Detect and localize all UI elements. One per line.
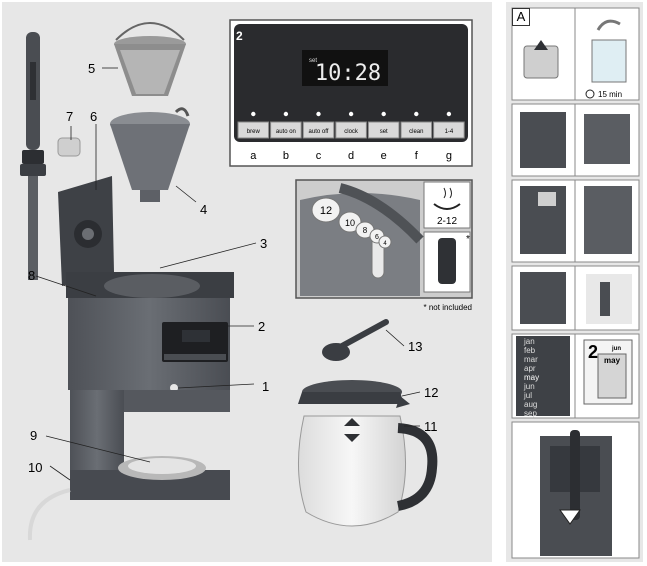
callout-11: 11	[424, 419, 438, 434]
calendar-next-month: jun	[611, 346, 621, 352]
display-button-label-0: brew	[247, 129, 261, 135]
calendar-day: 2	[588, 342, 598, 362]
button-letter-a: a	[250, 150, 257, 162]
mark-6: 6	[375, 234, 379, 241]
month-sep: sep	[524, 409, 537, 418]
callout-1: 1	[262, 379, 269, 394]
display-button-label-1: auto on	[276, 129, 296, 135]
month-may: may	[524, 373, 539, 382]
button-letter-e: e	[381, 150, 387, 162]
calendar-month: may	[604, 356, 621, 365]
month-jun: jun	[523, 382, 535, 391]
callout-6: 6	[90, 109, 97, 124]
display-button-label-2: auto off	[309, 129, 329, 135]
callout-7: 7	[66, 109, 73, 124]
water-level-marks	[311, 197, 392, 249]
callout-leaders	[35, 67, 421, 481]
indicator-dot-1	[283, 111, 289, 117]
display-button-1	[270, 121, 302, 139]
display-button-label-3: clock	[344, 129, 359, 135]
display-button-0	[237, 121, 270, 139]
month-jul: jul	[523, 391, 532, 400]
display-button-3	[335, 121, 367, 139]
indicator-dot-4	[381, 111, 386, 117]
asterisk-mark: *	[466, 234, 470, 245]
filter-holder	[110, 107, 190, 202]
button-letter-b: b	[283, 150, 289, 162]
display-button-2	[302, 121, 335, 139]
measuring-scoop	[322, 319, 389, 361]
display-button-label-4: set	[380, 129, 388, 135]
callout-5: 5	[88, 61, 95, 76]
clock-display: 10:28	[315, 61, 381, 86]
section-label-a: A	[512, 8, 530, 26]
button-letter-c: c	[316, 150, 322, 162]
indicator-dot-2	[316, 111, 321, 117]
coffee-machine	[27, 176, 234, 541]
water-filter-cartridge	[57, 137, 81, 157]
month-feb: feb	[524, 346, 536, 355]
indicator-dot-0	[251, 111, 256, 117]
glass-carafe	[298, 380, 438, 527]
month-aug: aug	[524, 400, 537, 409]
display-button-label-5: clean	[409, 129, 423, 135]
button-letter-d: d	[348, 150, 354, 162]
mark-8: 8	[363, 226, 368, 235]
water-level-indicator-rod	[20, 32, 46, 280]
indicator-dot-5	[414, 111, 419, 117]
callout-3: 3	[260, 236, 267, 251]
mark-4: 4	[383, 241, 387, 247]
inset-button-row: brew auto on auto off clock set clean 1-4	[237, 121, 465, 139]
display-button-5	[400, 121, 433, 139]
cups-range: 2-12	[437, 216, 457, 227]
callout-13: 13	[408, 339, 422, 354]
callout-8: 8	[28, 268, 35, 283]
filter-basket	[114, 22, 186, 96]
display-panel-inset: brew auto on auto off clock set clean 1-4 a b c d…	[229, 19, 473, 167]
button-letter-g: g	[446, 150, 452, 162]
display-button-label-6: 1-4	[445, 129, 454, 135]
not-included-note: * not included	[424, 303, 472, 312]
month-apr: apr	[524, 364, 536, 373]
month-jan: jan	[523, 337, 535, 346]
indicator-dot-6	[446, 111, 452, 117]
inset-number: 2	[236, 29, 243, 43]
month-mar: mar	[524, 355, 538, 364]
button-letter-f: f	[415, 150, 419, 162]
callout-4: 4	[200, 202, 207, 217]
mark-12: 12	[320, 205, 332, 217]
indicator-dot-3	[348, 111, 354, 117]
callout-10: 10	[28, 460, 42, 475]
callout-2: 2	[258, 319, 265, 334]
display-button-6	[433, 121, 465, 139]
mark-10: 10	[345, 218, 355, 228]
callout-12: 12	[424, 385, 438, 400]
display-button-4	[367, 121, 400, 139]
set-tag: set	[309, 58, 317, 64]
soak-time: 15 min	[598, 90, 622, 99]
callout-9: 9	[30, 428, 37, 443]
